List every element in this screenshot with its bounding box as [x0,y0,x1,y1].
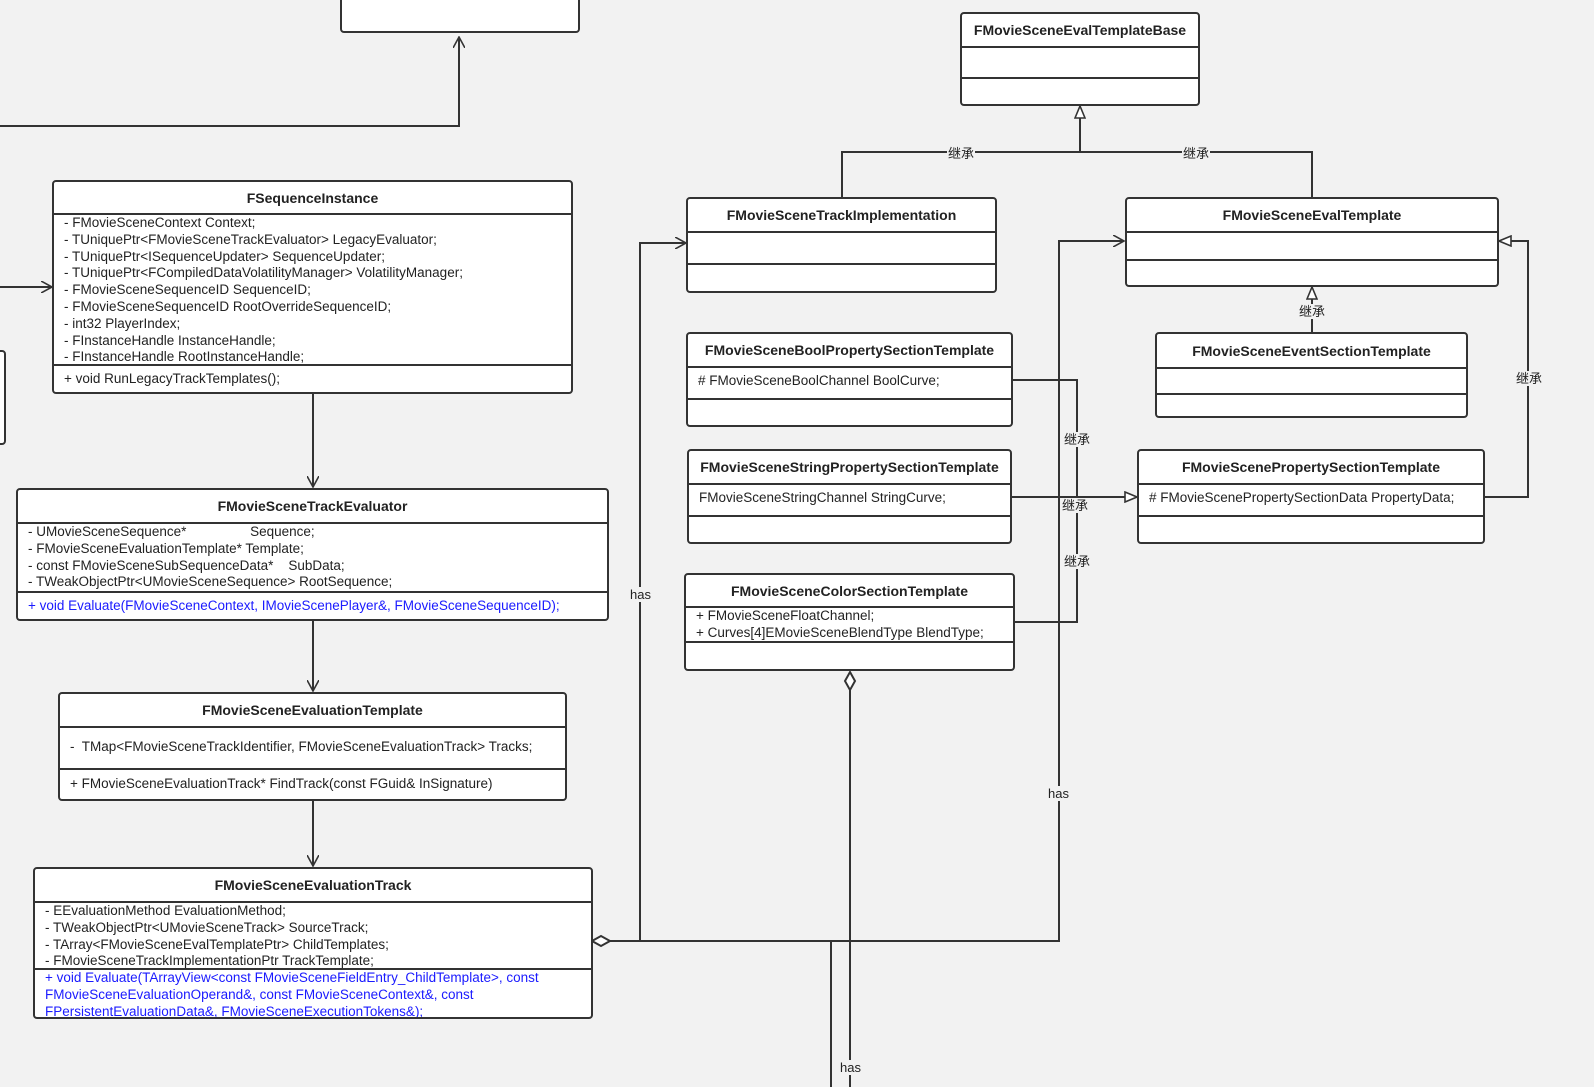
class-eval-template[interactable]: FMovieSceneEvalTemplate [1125,197,1499,287]
attribute-line: - FMovieSceneSequenceID SequenceID; [64,282,311,298]
ops-compartment: + void RunLegacyTrackTemplates(); [54,366,571,392]
inherit-label-color: 继承 [1063,554,1092,569]
attribute-line: - UMovieSceneSequence* Sequence; [28,524,315,539]
ops-compartment [1127,261,1497,285]
class-name: FMovieSceneEvaluationTrack [35,869,591,903]
class-string-property-section-template[interactable]: FMovieSceneStringPropertySectionTemplate… [687,449,1012,544]
class-name: FMovieSceneEvalTemplateBase [962,14,1198,48]
assoc-topleft-line [0,37,459,127]
attribute-line: FMovieSceneStringChannel StringCurve; [699,490,946,505]
partial-class-left [0,350,6,445]
ops-compartment [688,400,1011,425]
attrs-compartment [1127,233,1497,261]
inherit-property-to-evaltemplate [1485,241,1529,498]
class-name: FSequenceInstance [54,182,571,215]
class-name: FMovieSceneBoolPropertySectionTemplate [688,334,1011,368]
attribute-line: - FInstanceHandle InstanceHandle; [64,332,276,348]
attrs-compartment [688,233,995,265]
class-name: FMovieSceneEvalTemplate [1127,199,1497,233]
inherit-label-evaltemplate: 继承 [1182,146,1211,161]
operation-line: + void Evaluate(TArrayView<const FMovieS… [45,970,539,985]
inherit-label-event: 继承 [1298,304,1327,319]
attribute-line: - FMovieSceneContext Context; [64,215,256,230]
attribute-line: - FMovieSceneSequenceID RootOverrideSequ… [64,298,392,314]
attribute-line: + FMovieSceneFloatChannel; [696,608,875,623]
ops-compartment [689,517,1010,542]
class-track-evaluator[interactable]: FMovieSceneTrackEvaluator - UMovieSceneS… [16,488,609,621]
inherit-evaltemplate-to-base [1080,151,1313,197]
attribute-line: - const FMovieSceneSubSequenceData* SubD… [28,557,345,573]
attribute-line: - int32 PlayerIndex; [64,315,181,331]
class-name: FMovieSceneEventSectionTemplate [1157,334,1466,369]
class-name: FMovieSceneTrackImplementation [688,199,995,233]
attrs-compartment: + FMovieSceneFloatChannel; + Curves[4]EM… [686,608,1013,643]
attribute-line: # FMovieSceneBoolChannel BoolCurve; [698,373,940,388]
attribute-line: - FMovieSceneTrackImplementationPtr Trac… [45,953,374,969]
attrs-compartment [962,48,1198,79]
attrs-compartment: - TMap<FMovieSceneTrackIdentifier, FMovi… [60,728,565,770]
attribute-line: + Curves[4]EMovieSceneBlendType BlendTyp… [696,624,984,640]
ops-compartment [1157,395,1466,416]
class-bool-property-section-template[interactable]: FMovieSceneBoolPropertySectionTemplate #… [686,332,1013,427]
attribute-line: - FInstanceHandle RootInstanceHandle; [64,349,305,365]
attrs-compartment [1157,369,1466,395]
class-sequence-instance[interactable]: FSequenceInstance - FMovieSceneContext C… [52,180,573,394]
attribute-line: - TUniquePtr<ISequenceUpdater> SequenceU… [64,248,385,264]
attribute-line: - FMovieSceneEvaluationTemplate* Templat… [28,540,304,556]
ops-compartment [688,265,995,291]
class-evaluation-track[interactable]: FMovieSceneEvaluationTrack - EEvaluation… [33,867,593,1019]
inherit-bool-to-property [1013,379,1078,497]
operation-line: + void RunLegacyTrackTemplates(); [64,371,280,386]
attrs-compartment: - EEvaluationMethod EvaluationMethod; - … [35,903,591,970]
attribute-line: - TWeakObjectPtr<UMovieSceneTrack> Sourc… [45,919,369,935]
attribute-line: - TMap<FMovieSceneTrackIdentifier, FMovi… [70,739,533,754]
attribute-line: # FMovieScenePropertySectionData Propert… [1149,490,1455,505]
inherit-label-property: 继承 [1515,371,1544,386]
attrs-compartment: - FMovieSceneContext Context; - TUniqueP… [54,215,571,366]
class-event-section-template[interactable]: FMovieSceneEventSectionTemplate [1155,332,1468,418]
aggregation-diamond-track [589,934,613,948]
has-label-evaltemplate: has [1047,786,1070,801]
attribute-line: - TUniquePtr<FCompiledDataVolatilityMana… [64,265,463,281]
attrs-compartment: # FMovieSceneBoolChannel BoolCurve; [688,368,1011,400]
ops-compartment [686,643,1013,669]
class-track-implementation[interactable]: FMovieSceneTrackImplementation [686,197,997,293]
attrs-compartment: # FMovieScenePropertySectionData Propert… [1139,485,1483,517]
inherit-color-to-property [1015,497,1078,623]
ops-compartment: + void Evaluate(TArrayView<const FMovieS… [35,970,591,1019]
ops-compartment: + void Evaluate(FMovieSceneContext, IMov… [18,593,607,619]
ops-compartment [1139,517,1483,542]
has-track-to-trackimpl [639,243,686,941]
class-name: FMovieSceneStringPropertySectionTemplate [689,451,1010,485]
class-property-section-template[interactable]: FMovieScenePropertySectionTemplate # FMo… [1137,449,1485,544]
attribute-line: - TArray<FMovieSceneEvalTemplatePtr> Chi… [45,936,389,952]
has-track-to-evaltemplate [610,241,1124,942]
ops-compartment: + FMovieSceneEvaluationTrack* FindTrack(… [60,770,565,799]
attribute-line: - EEvaluationMethod EvaluationMethod; [45,903,286,918]
operation-line: + void Evaluate(FMovieSceneContext, IMov… [28,598,560,613]
class-evaluation-template[interactable]: FMovieSceneEvaluationTemplate - TMap<FMo… [58,692,567,801]
inherit-label-bool: 继承 [1063,432,1092,447]
ops-compartment [962,79,1198,104]
operation-line: + FMovieSceneEvaluationTrack* FindTrack(… [70,776,493,791]
aggregation-diamond-color [843,669,857,693]
class-color-section-template[interactable]: FMovieSceneColorSectionTemplate + FMovie… [684,573,1015,671]
operation-line: FPersistentEvaluationData&, FMovieSceneE… [45,1003,424,1019]
attribute-line: - TUniquePtr<FMovieSceneTrackEvaluator> … [64,231,437,247]
class-name: FMovieSceneColorSectionTemplate [686,575,1013,608]
class-name: FMovieSceneTrackEvaluator [18,490,607,524]
has-label-trackimpl: has [629,587,652,602]
inherit-label-trackimpl: 继承 [947,146,976,161]
attrs-compartment: FMovieSceneStringChannel StringCurve; [689,485,1010,517]
class-eval-template-base[interactable]: FMovieSceneEvalTemplateBase [960,12,1200,106]
attribute-line: - TWeakObjectPtr<UMovieSceneSequence> Ro… [28,574,393,590]
inherit-label-string: 继承 [1061,498,1090,513]
attrs-compartment: - UMovieSceneSequence* Sequence; - FMovi… [18,524,607,593]
operation-line: FMovieSceneEvaluationOperand&, const FMo… [45,986,474,1002]
class-name: FMovieScenePropertySectionTemplate [1139,451,1483,485]
partial-class-top [340,0,580,33]
has-label-bottom: has [839,1060,862,1075]
class-name: FMovieSceneEvaluationTemplate [60,694,565,728]
